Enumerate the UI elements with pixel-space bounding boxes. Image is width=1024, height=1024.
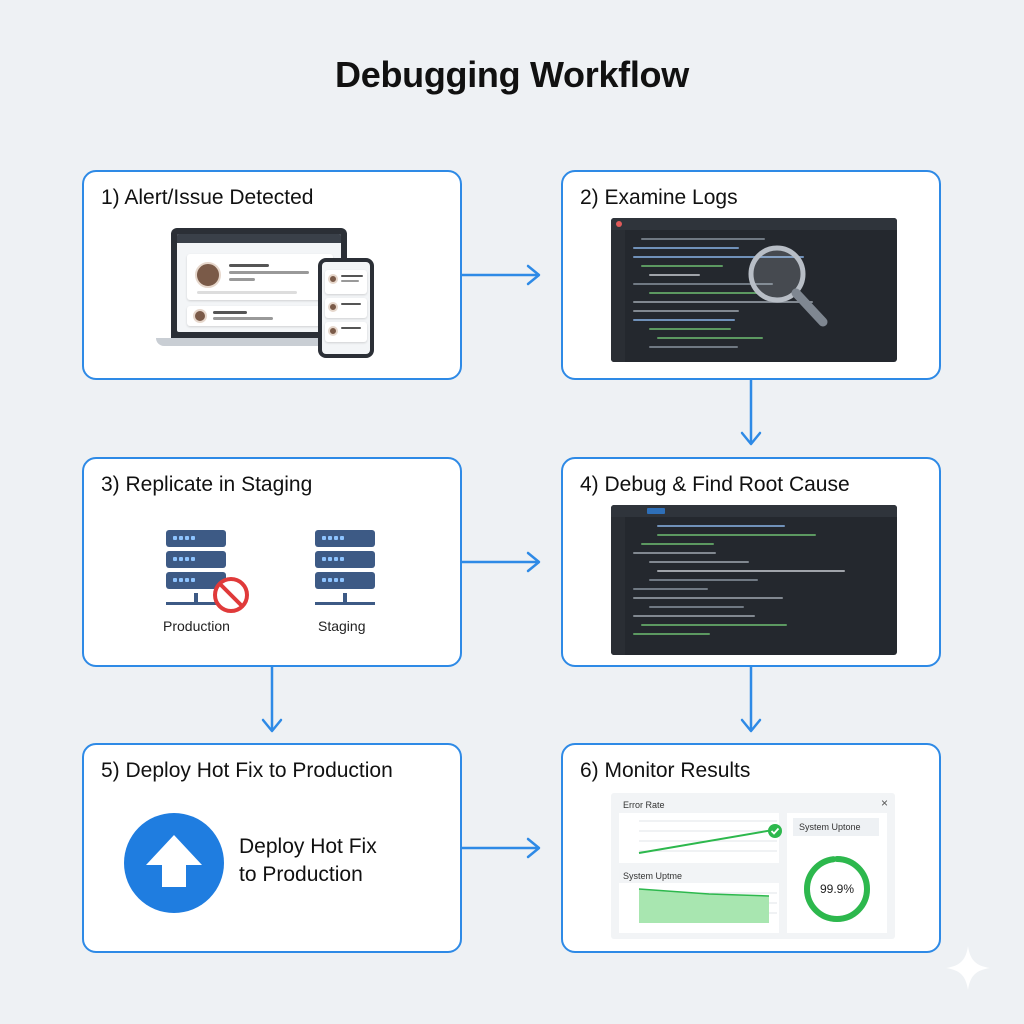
debugger-panel (611, 505, 897, 655)
step-alert-card: 1) Alert/Issue Detected (82, 170, 462, 380)
production-label: Production (163, 618, 230, 634)
uptime-panel-label: System Uptone (799, 822, 861, 832)
step-logs-card: 2) Examine Logs (561, 170, 941, 380)
step-replicate-card: 3) Replicate in Staging Production Stagi… (82, 457, 462, 667)
staging-label: Staging (318, 618, 366, 634)
uptime-value: 99.9% (819, 882, 855, 896)
step-title: 2) Examine Logs (580, 186, 738, 209)
arrow-3-to-4 (460, 551, 541, 573)
step-deploy-card: 5) Deploy Hot Fix to Production Deploy H… (82, 743, 462, 953)
uptime-area-chart (619, 883, 779, 933)
monitoring-dashboard: Error Rate × System Uptme (611, 793, 895, 939)
step-title: 4) Debug & Find Root Cause (580, 473, 850, 496)
arrow-4-to-6 (740, 665, 762, 733)
deploy-button[interactable] (124, 813, 224, 913)
step-title: 6) Monitor Results (580, 759, 751, 782)
system-uptime-label: System Uptme (623, 871, 683, 881)
step-monitor-card: 6) Monitor Results Error Rate × System U… (561, 743, 941, 953)
arrow-3-to-5 (261, 665, 283, 733)
step-title: 1) Alert/Issue Detected (101, 186, 314, 209)
sparkle-icon (946, 946, 990, 990)
step-title: 5) Deploy Hot Fix to Production (101, 759, 393, 782)
server-rack-icon (166, 530, 226, 605)
step-title: 3) Replicate in Staging (101, 473, 313, 496)
diagram-title: Debugging Workflow (335, 54, 689, 95)
upload-arrow-icon (146, 835, 202, 887)
deploy-description: Deploy Hot Fix to Production (239, 835, 377, 886)
laptop-icon (171, 228, 347, 338)
error-rate-chart (619, 813, 780, 863)
uptime-gauge (804, 856, 870, 922)
check-icon (768, 824, 782, 838)
close-icon[interactable]: × (880, 796, 888, 810)
no-entry-icon (213, 577, 249, 613)
server-rack-icon (315, 530, 375, 605)
error-rate-label: Error Rate (623, 800, 665, 810)
uptime-summary-panel: System Uptone 99.9% (787, 813, 887, 933)
arrow-1-to-2 (460, 264, 541, 286)
magnifier-icon (748, 245, 828, 327)
step-debug-card: 4) Debug & Find Root Cause (561, 457, 941, 667)
arrow-5-to-6 (460, 837, 541, 859)
arrow-2-to-4 (740, 378, 762, 446)
phone-icon (318, 258, 374, 358)
